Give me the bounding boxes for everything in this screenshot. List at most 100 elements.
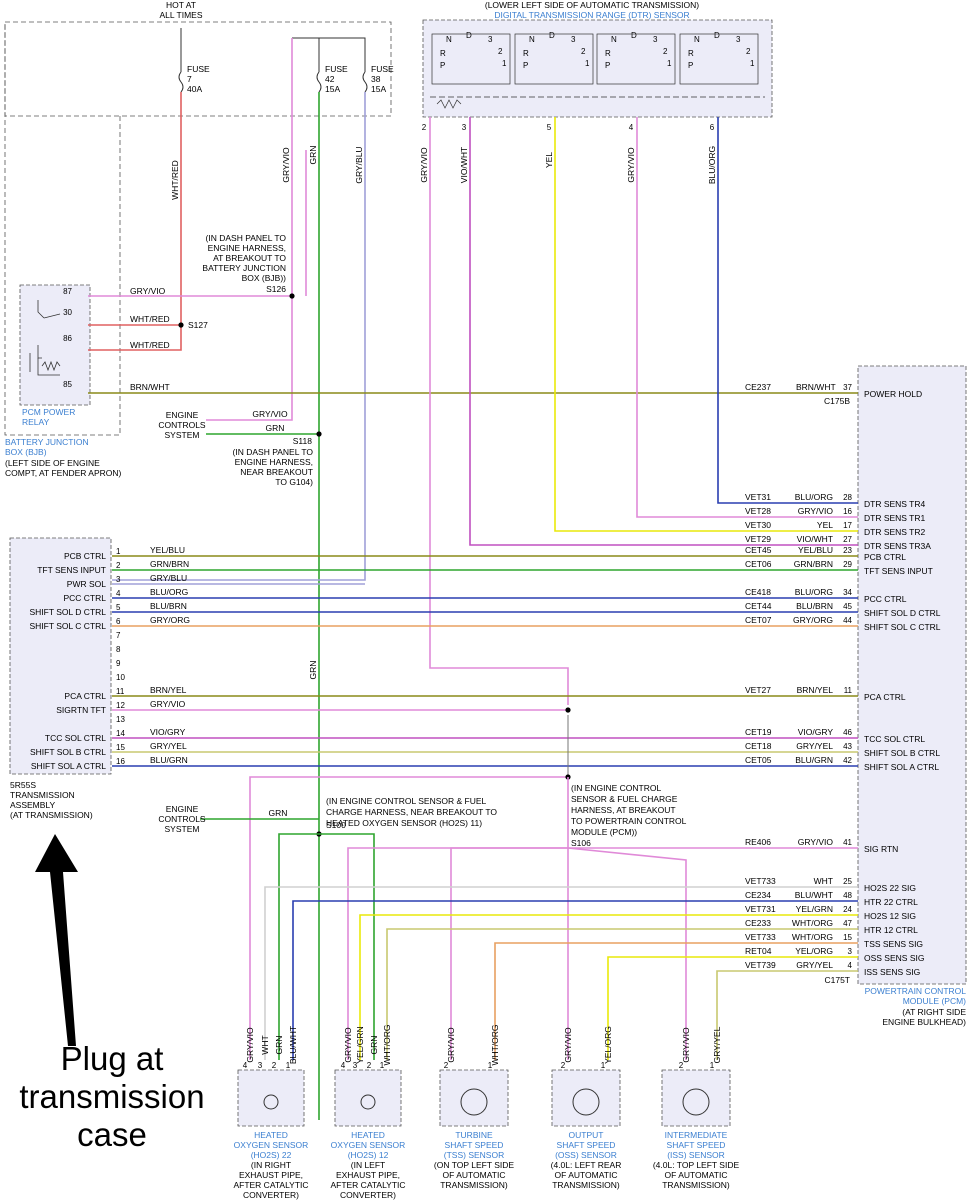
wire-color-label: BLU/ORG [707, 146, 717, 184]
wire-color-label: WHT/ORG [490, 1024, 500, 1065]
wire-color-label: BLU/ORG [795, 587, 833, 597]
circuit-id: RET04 [745, 946, 772, 956]
s100-id: S100 [326, 820, 346, 830]
sensor-wire [359, 914, 858, 1060]
wire-color-label: GRY/VIO [798, 506, 834, 516]
bjb-outline [4, 22, 121, 436]
sensor-name: SHAFT SPEED [557, 1140, 616, 1150]
circuit-id: CET45 [745, 545, 772, 555]
dtr-range-letter: D [466, 31, 472, 40]
modules-layer [4, 19, 967, 985]
gry-vio-sensor [249, 776, 568, 1060]
pcm-pin: 45 [843, 602, 852, 611]
wire-color-label: WHT [260, 1035, 270, 1054]
trans-pin: 16 [116, 757, 125, 766]
circuit-id: CET19 [745, 727, 772, 737]
sensor-pin: 1 [380, 1061, 385, 1070]
circuit-id: VET31 [745, 492, 771, 502]
pcm-location: (AT RIGHT SIDE [902, 1007, 966, 1017]
trans-pin-name: PCC CTRL [63, 593, 106, 603]
pcm-pin-name: PCB CTRL [864, 552, 906, 562]
fuse-symbol [316, 71, 322, 93]
sensor-name: (HO2S) 12 [348, 1150, 389, 1160]
pcm-pin: 43 [843, 742, 852, 751]
sensor-location: CONVERTER) [340, 1190, 396, 1200]
sensor-box [661, 1069, 731, 1127]
s126-id: S126 [266, 284, 286, 294]
wire-color-label: WHT/ORG [792, 932, 833, 942]
engine-controls-label: SYSTEM [165, 824, 200, 834]
pcm-pin: 37 [843, 383, 852, 392]
wire-color-label: GRN [269, 808, 288, 818]
plug-annotation: Plug at [61, 1040, 164, 1077]
pcm-pin: 34 [843, 588, 852, 597]
circuit-id: RE406 [745, 837, 771, 847]
sensor-name: INTERMEDIATE [665, 1130, 728, 1140]
dtr-range-letter: D [549, 31, 555, 40]
s100-note: CHARGE HARNESS, NEAR BREAKOUT TO [326, 807, 497, 817]
dtr-range-letter: 2 [663, 47, 668, 56]
speed-sensor-icon [460, 1088, 488, 1116]
sensor-pin: 4 [243, 1061, 248, 1070]
pcm-pin: 15 [843, 933, 852, 942]
s118-note: NEAR BREAKOUT [240, 467, 313, 477]
fuse-label: FUSE [325, 64, 348, 74]
wire-color-label: YEL [544, 152, 554, 168]
trans-pin-name: SHIFT SOL D CTRL [29, 607, 106, 617]
trans-pin-name: SIGRTN TFT [56, 705, 106, 715]
s106-note: (IN ENGINE CONTROL [571, 783, 661, 793]
bjb-location: COMPT, AT FENDER APRON) [5, 468, 122, 478]
transmission-assembly-box [9, 537, 112, 775]
pcm-pin-name: PCC CTRL [864, 594, 907, 604]
bjb-name: BOX (BJB) [5, 447, 47, 457]
dtr-range-letter: N [694, 35, 700, 44]
dtr-range-letter: 3 [488, 35, 493, 44]
sensor-box [334, 1069, 402, 1127]
trans-pin-name: SHIFT SOL A CTRL [31, 761, 106, 771]
sensor-location: (ON TOP LEFT SIDE [434, 1160, 514, 1170]
wire-color-label: VIO/WHT [797, 534, 833, 544]
connector-id: C175T [824, 975, 850, 985]
s106-note: MODULE (PCM)) [571, 827, 637, 837]
grn-sensor [278, 833, 319, 1060]
sensor-pin: 3 [258, 1061, 263, 1070]
pcm-pin: 44 [843, 616, 852, 625]
wire-color-label: YEL [817, 520, 833, 530]
fuse-number: 38 [371, 74, 381, 84]
pcm-pin: 16 [843, 507, 852, 516]
dtr-sensor-name: DIGITAL TRANSMISSION RANGE (DTR) SENSOR [494, 10, 689, 20]
pcm-pin-name: OSS SENS SIG [864, 953, 924, 963]
wire-color-label: VIO/WHT [459, 147, 469, 183]
sensor-name: OUTPUT [569, 1130, 604, 1140]
wire-color-label: BRN/WHT [796, 382, 836, 392]
sensor-pin: 2 [367, 1061, 372, 1070]
grn-sensor [319, 833, 375, 1060]
sensor-location: EXHAUST PIPE, [336, 1170, 400, 1180]
bjb-location: (LEFT SIDE OF ENGINE [5, 458, 100, 468]
dtr-range-letter: R [605, 49, 611, 58]
yel-dtr [554, 117, 858, 532]
heater-element-icon [263, 1094, 279, 1110]
dtr-range-letter: N [611, 35, 617, 44]
pcm-pin: 28 [843, 493, 852, 502]
trans-pin-name: PCA CTRL [64, 691, 106, 701]
pcm-pin-name: SHIFT SOL D CTRL [864, 608, 941, 618]
s106-note: TO POWERTRAIN CONTROL [571, 816, 687, 826]
pcm-pin-name: HO2S 12 SIG [864, 911, 916, 921]
pcm-pin: 47 [843, 919, 852, 928]
sensor-pin: 1 [488, 1061, 493, 1070]
s127-id: S127 [188, 320, 208, 330]
trans-pin-name: PCB CTRL [64, 551, 106, 561]
pcm-pin: 4 [848, 961, 853, 970]
trans-pin-name: SHIFT SOL C CTRL [29, 621, 106, 631]
sensor-name: (HO2S) 22 [251, 1150, 292, 1160]
wire-color-label: BLU/GRN [795, 755, 833, 765]
pcm-pin-name: HTR 22 CTRL [864, 897, 918, 907]
dtr-range-letter: D [631, 31, 637, 40]
circuit-id: VET28 [745, 506, 771, 516]
dtr-range-letter: 1 [585, 59, 590, 68]
wire-color-label: GRY/VIO [419, 147, 429, 183]
fuse-label: FUSE [371, 64, 394, 74]
gry-vio-sensor [347, 847, 568, 1060]
